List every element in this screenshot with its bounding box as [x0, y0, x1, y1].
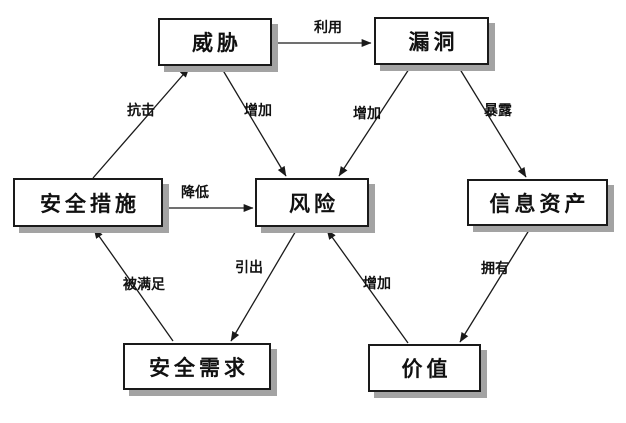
edge-label-increase-value: 增加 [363, 275, 391, 291]
edge-increase-value-line [326, 229, 409, 344]
node-threat: 威胁 [158, 18, 272, 66]
edge-label-exploit: 利用 [314, 19, 342, 35]
node-assets: 信息资产 [467, 179, 608, 226]
node-value: 价值 [368, 344, 481, 392]
edge-increase-vuln-line [338, 65, 412, 177]
edge-label-increase-threat: 增加 [244, 102, 272, 118]
edge-label-reduce: 降低 [181, 184, 209, 200]
node-risk: 风险 [255, 178, 369, 227]
edge-satisfied-line [93, 228, 174, 342]
edge-label-own: 拥有 [481, 260, 509, 276]
edge-expose-line [457, 65, 527, 178]
edge-label-expose: 暴露 [484, 102, 512, 118]
edge-label-increase-vuln: 增加 [353, 105, 381, 121]
edge-increase-threat-line [220, 66, 287, 177]
edge-label-satisfied: 被满足 [123, 276, 165, 292]
node-requirements: 安全需求 [123, 343, 271, 390]
edge-resist-line [92, 67, 190, 179]
edge-label-lead-to: 引出 [235, 259, 263, 275]
edge-label-resist: 抗击 [127, 102, 155, 118]
node-measures: 安全措施 [13, 178, 163, 227]
edge-own-line [459, 226, 532, 343]
edge-lead-to-line [230, 228, 298, 342]
node-vulnerability: 漏洞 [374, 17, 489, 65]
